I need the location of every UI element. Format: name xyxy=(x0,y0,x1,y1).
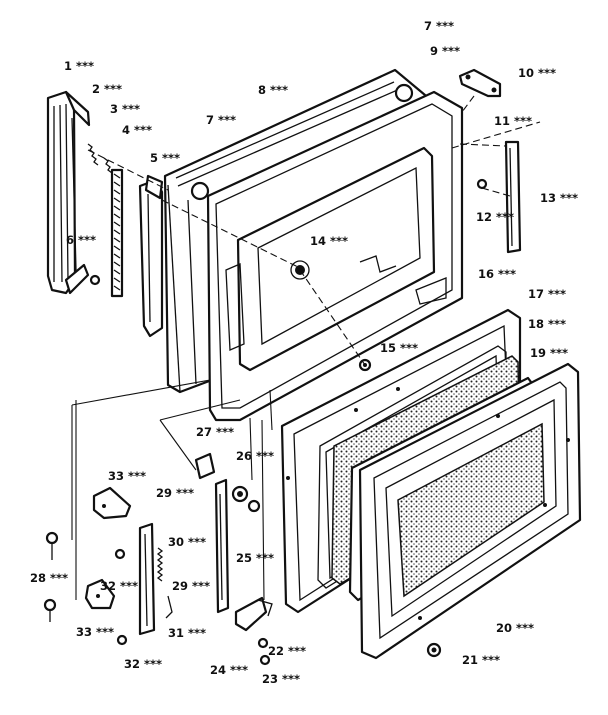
callout-20: 20 *** xyxy=(496,621,534,635)
callout-7-left: 7 *** xyxy=(206,113,236,127)
callout-12: 12 *** xyxy=(476,210,514,224)
side-trim-strip xyxy=(504,140,522,254)
callout-1: 1 *** xyxy=(64,59,94,73)
callout-29-bottom: 29 *** xyxy=(172,579,210,593)
handle-spacer-parts xyxy=(87,143,124,298)
callout-16: 16 *** xyxy=(478,267,516,281)
callout-9: 9 *** xyxy=(430,44,460,58)
latch-assembly xyxy=(43,486,173,646)
door-liner xyxy=(206,90,464,422)
callout-33-top: 33 *** xyxy=(108,469,146,483)
callout-33-bottom: 33 *** xyxy=(76,625,114,639)
callout-30: 30 *** xyxy=(168,535,206,549)
callout-26: 26 *** xyxy=(236,449,274,463)
callout-28: 28 *** xyxy=(30,571,68,585)
callout-17: 17 *** xyxy=(528,287,566,301)
callout-22: 22 *** xyxy=(268,644,306,658)
hinge-plate xyxy=(458,68,502,98)
callout-27: 27 *** xyxy=(196,425,234,439)
callout-32-bottom: 32 *** xyxy=(124,657,162,671)
callout-13: 13 *** xyxy=(540,191,578,205)
callout-19: 19 *** xyxy=(530,346,568,360)
door-handle xyxy=(46,90,91,295)
callout-15: 15 *** xyxy=(380,341,418,355)
callout-3: 3 *** xyxy=(110,102,140,116)
callout-2: 2 *** xyxy=(92,82,122,96)
callout-31: 31 *** xyxy=(168,626,206,640)
screw-21 xyxy=(426,642,442,658)
callout-29-top: 29 *** xyxy=(156,486,194,500)
alignment-lines xyxy=(71,95,541,601)
callout-21: 21 *** xyxy=(462,653,500,667)
callout-14: 14 *** xyxy=(310,234,348,248)
callout-4: 4 *** xyxy=(122,123,152,137)
callout-23: 23 *** xyxy=(262,672,300,686)
callout-8: 8 *** xyxy=(258,83,288,97)
callout-11: 11 *** xyxy=(494,114,532,128)
callout-24: 24 *** xyxy=(210,663,248,677)
door-window-trim xyxy=(358,362,582,660)
callout-18: 18 *** xyxy=(528,317,566,331)
callout-6: 6 *** xyxy=(66,233,96,247)
callout-5: 5 *** xyxy=(150,151,180,165)
callout-32-mid: 32 *** xyxy=(100,579,138,593)
callout-7-right: 7 *** xyxy=(424,19,454,33)
callout-10: 10 *** xyxy=(518,66,556,80)
hinge-assembly xyxy=(194,452,273,666)
callout-25: 25 *** xyxy=(236,551,274,565)
